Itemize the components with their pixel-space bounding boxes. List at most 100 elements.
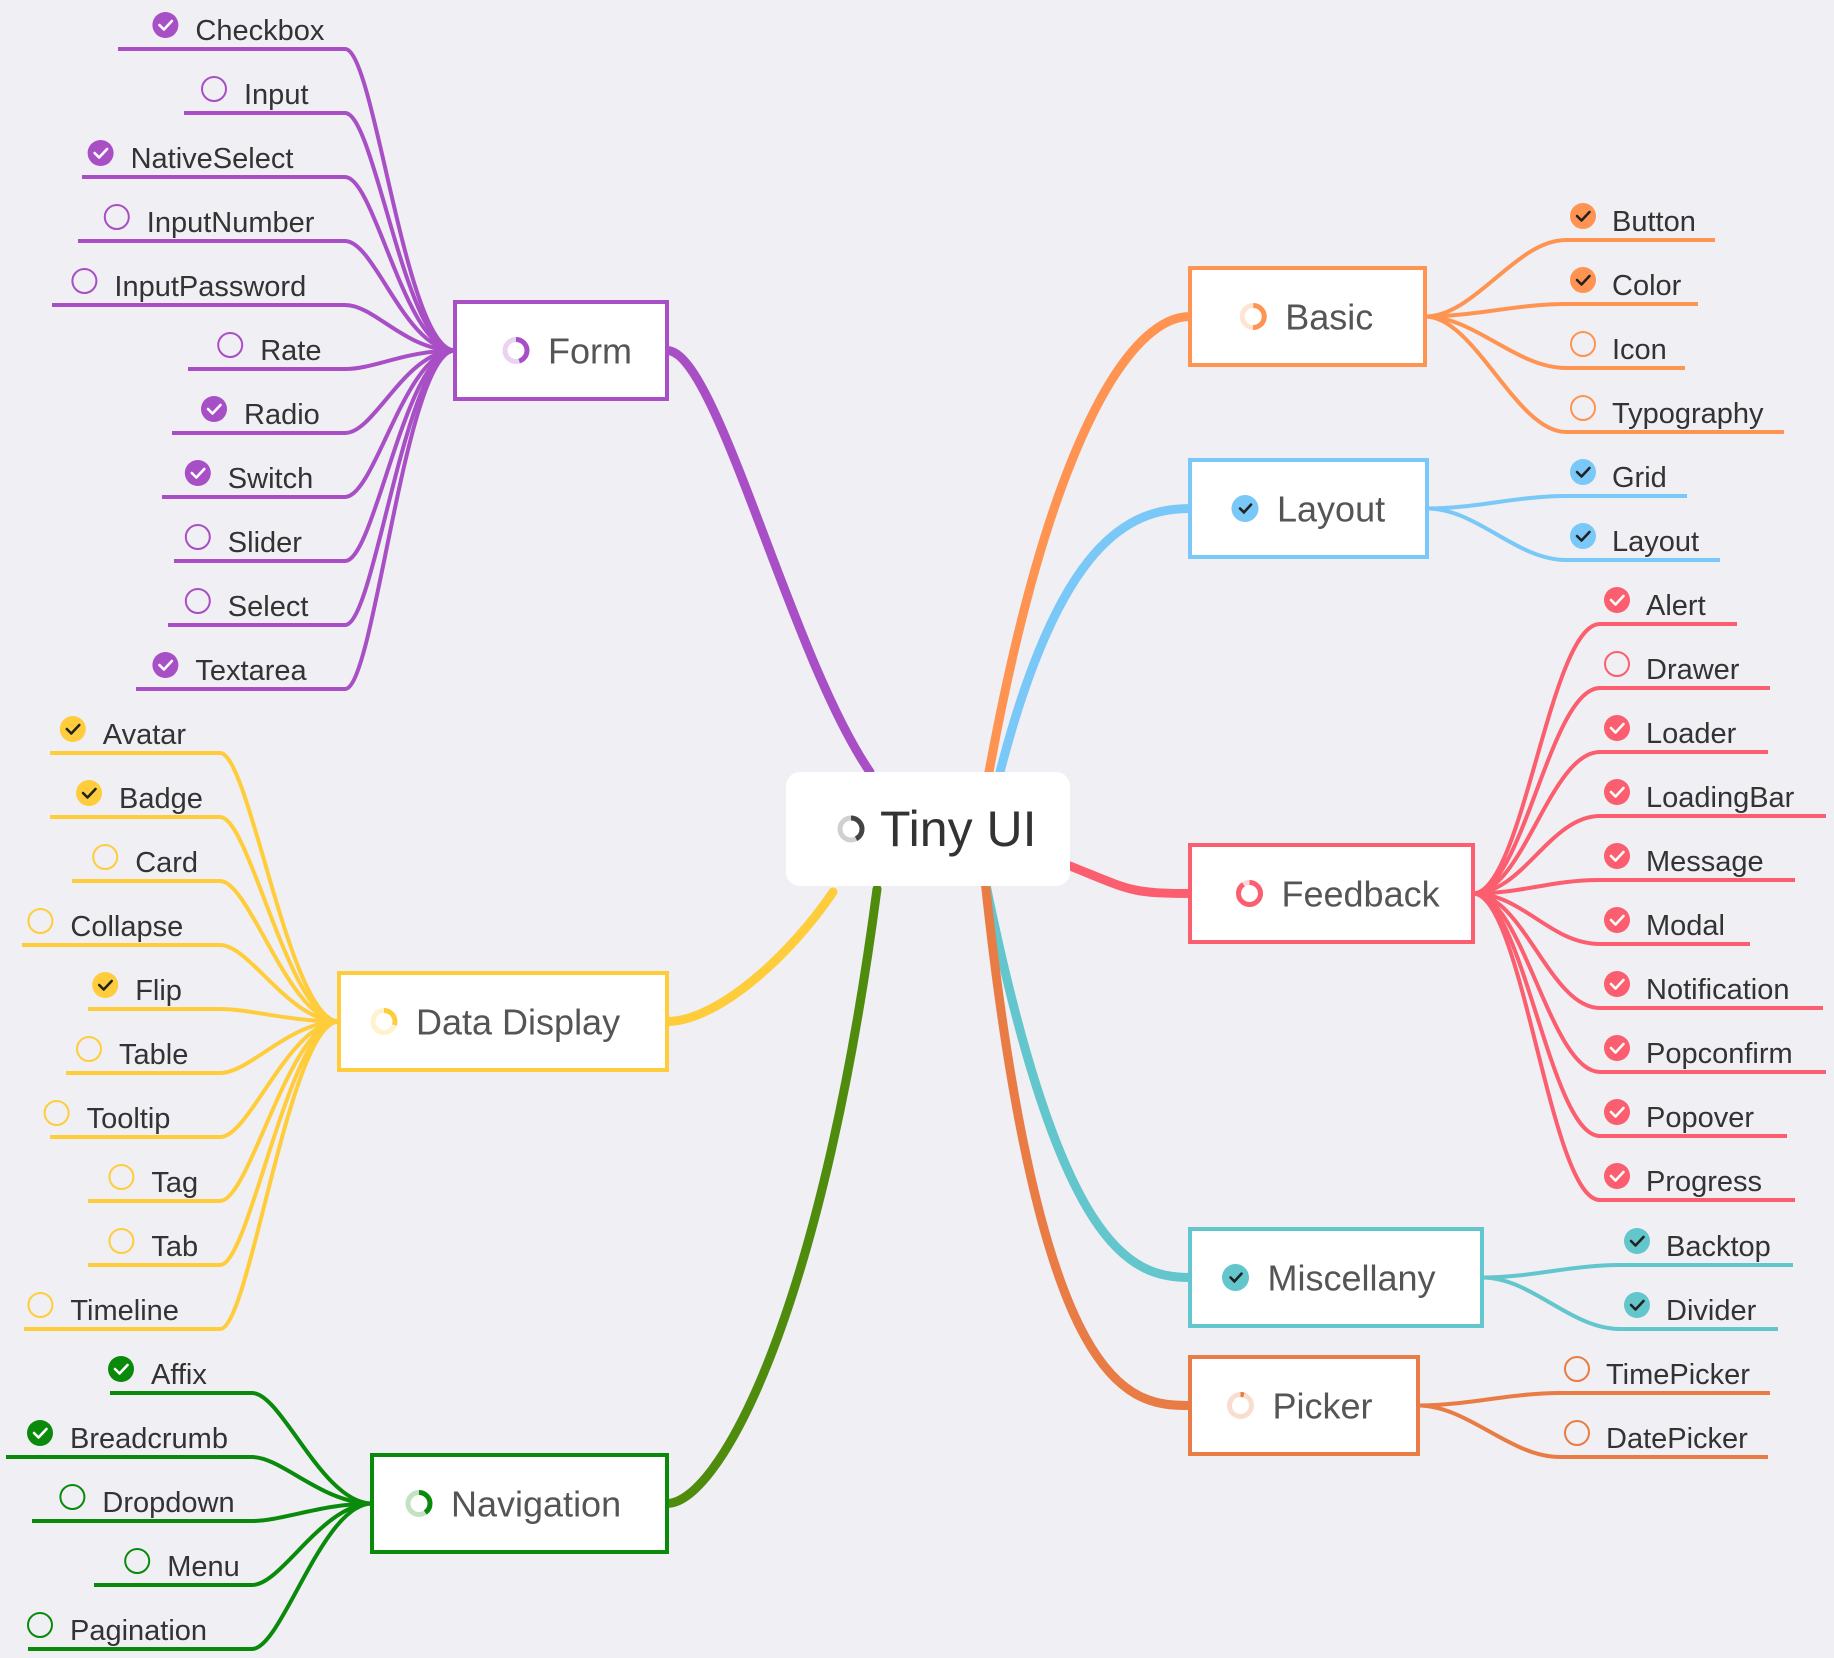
status-checked-icon <box>1604 715 1630 741</box>
root-progress-icon <box>837 815 865 843</box>
root-node[interactable]: Tiny UI <box>786 772 1070 886</box>
list-item[interactable]: Loader <box>1604 715 1737 750</box>
list-item[interactable]: Color <box>1570 267 1682 302</box>
category-navigation-progress-icon <box>405 1490 433 1517</box>
status-checked-icon <box>184 460 211 486</box>
item-label: Badge <box>119 783 203 815</box>
list-item[interactable]: Popconfirm <box>1604 1035 1793 1070</box>
list-item[interactable]: Avatar <box>59 716 187 751</box>
list-item[interactable]: InputPassword <box>71 268 306 303</box>
list-item[interactable]: Grid <box>1570 459 1667 494</box>
list-item[interactable]: Button <box>1570 203 1696 238</box>
list-item[interactable]: LoadingBar <box>1604 779 1795 814</box>
list-item[interactable]: Icon <box>1570 331 1667 366</box>
list-item[interactable]: Checkbox <box>152 12 325 47</box>
list-item[interactable]: Input <box>201 76 309 111</box>
list-item[interactable]: Select <box>184 588 309 623</box>
category-data-display-progress-icon <box>370 1008 398 1035</box>
item-connector <box>188 348 456 371</box>
category-miscellany[interactable]: Miscellany <box>1188 1227 1484 1328</box>
item-label: Radio <box>244 399 320 431</box>
list-item[interactable]: DatePicker <box>1564 1420 1748 1455</box>
list-item[interactable]: Progress <box>1604 1163 1762 1198</box>
item-label: Breadcrumb <box>70 1423 228 1455</box>
item-label: Menu <box>167 1551 240 1583</box>
category-feedback[interactable]: Feedback <box>1188 843 1475 944</box>
item-connector <box>94 1501 373 1587</box>
list-item[interactable]: Badge <box>76 780 203 815</box>
root-title: Tiny UI <box>880 801 1037 857</box>
list-item[interactable]: Table <box>76 1036 188 1071</box>
list-item[interactable]: Typography <box>1570 395 1764 430</box>
category-layout[interactable]: Layout <box>1188 458 1429 559</box>
list-item[interactable]: Textarea <box>152 652 307 687</box>
category-basic-box <box>1188 266 1427 367</box>
list-item[interactable]: TimePicker <box>1564 1356 1750 1391</box>
status-unchecked-icon <box>1564 1356 1590 1382</box>
item-label: Avatar <box>103 719 187 751</box>
item-connector <box>1424 238 1715 319</box>
category-form-label: Form <box>548 331 632 372</box>
item-connector <box>184 111 456 353</box>
list-item[interactable]: Radio <box>201 396 320 431</box>
category-navigation[interactable]: Navigation <box>370 1453 669 1554</box>
list-item[interactable]: Tag <box>108 1164 198 1199</box>
category-layout-box <box>1188 458 1429 559</box>
item-label: Popconfirm <box>1646 1038 1793 1070</box>
item-label: DatePicker <box>1606 1423 1748 1455</box>
item-connector <box>136 348 456 691</box>
list-item[interactable]: Backtop <box>1624 1228 1771 1263</box>
list-item[interactable]: Dropdown <box>59 1484 235 1519</box>
list-item[interactable]: Tab <box>108 1228 198 1263</box>
list-item[interactable]: Modal <box>1604 907 1725 942</box>
list-item[interactable]: Slider <box>184 524 302 559</box>
list-item[interactable]: Tooltip <box>43 1100 171 1135</box>
item-connector <box>50 815 340 1024</box>
status-checked-icon <box>1604 1035 1630 1061</box>
list-item[interactable]: Collapse <box>27 908 183 943</box>
item-label: Icon <box>1612 334 1667 366</box>
list-item[interactable]: NativeSelect <box>87 140 294 175</box>
status-checked-icon <box>1624 1292 1650 1318</box>
list-item[interactable]: Timeline <box>27 1292 179 1327</box>
status-unchecked-icon <box>76 1036 102 1062</box>
list-item[interactable]: Card <box>92 844 198 879</box>
category-picker[interactable]: Picker <box>1188 1355 1420 1456</box>
category-basic[interactable]: Basic <box>1188 266 1427 367</box>
status-checked-icon <box>201 396 227 422</box>
item-connector <box>22 943 340 1024</box>
list-item[interactable]: Drawer <box>1604 651 1740 686</box>
item-label: Divider <box>1666 1295 1757 1327</box>
item-label: Grid <box>1612 462 1667 494</box>
status-unchecked-icon <box>201 76 227 102</box>
item-label: Backtop <box>1666 1231 1771 1263</box>
list-item[interactable]: Affix <box>108 1356 207 1391</box>
branch-navigation <box>662 884 882 1508</box>
list-item[interactable]: Menu <box>124 1548 240 1583</box>
item-connector <box>1424 314 1685 370</box>
item-connector <box>32 1501 373 1523</box>
list-item[interactable]: Flip <box>92 972 182 1007</box>
list-item[interactable]: Breadcrumb <box>27 1420 228 1455</box>
item-label: Color <box>1612 270 1682 302</box>
list-item[interactable]: Switch <box>184 460 313 495</box>
list-item[interactable]: Notification <box>1604 971 1789 1006</box>
category-form[interactable]: Form <box>453 300 669 401</box>
item-connector <box>1472 891 1750 946</box>
list-item[interactable]: Alert <box>1604 587 1706 622</box>
list-item[interactable]: Layout <box>1570 523 1699 558</box>
item-label: LoadingBar <box>1646 782 1795 814</box>
list-item[interactable]: Divider <box>1624 1292 1757 1327</box>
category-data-display[interactable]: Data Display <box>337 971 669 1072</box>
list-item[interactable]: InputNumber <box>103 204 315 239</box>
list-item[interactable]: Popover <box>1604 1099 1754 1134</box>
item-label: Rate <box>260 335 321 367</box>
item-connector <box>1426 506 1720 562</box>
status-checked-icon <box>152 652 179 678</box>
status-unchecked-icon <box>1604 651 1630 677</box>
list-item[interactable]: Message <box>1604 843 1764 878</box>
category-layout-label: Layout <box>1277 489 1385 530</box>
list-item[interactable]: Rate <box>217 332 321 367</box>
list-item[interactable]: Pagination <box>27 1612 207 1647</box>
